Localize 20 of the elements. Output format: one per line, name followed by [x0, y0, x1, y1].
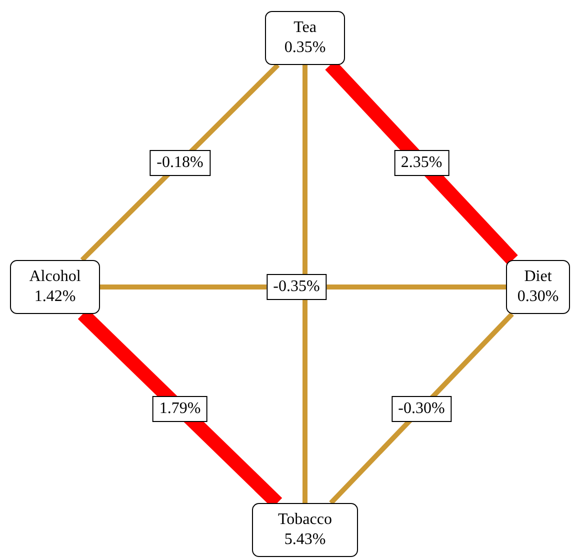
node-value: 0.30% [517, 287, 559, 307]
node-box [252, 503, 358, 557]
node-name: Tea [294, 18, 316, 38]
edge-label: -0.18% [150, 150, 210, 176]
edge-label: 1.79% [152, 396, 208, 422]
node-box [506, 260, 570, 314]
connector-line [329, 312, 514, 505]
node-name: Diet [524, 267, 552, 287]
connector-line [80, 63, 280, 262]
connector-line [302, 65, 308, 503]
node-name: Alcohol [29, 267, 81, 287]
node-name: Tobacco [278, 510, 332, 530]
node-value: 0.35% [284, 38, 326, 58]
node-box [265, 11, 345, 65]
edge-label: -0.35% [266, 274, 327, 300]
edge-label: -0.30% [391, 396, 452, 422]
node-value: 1.42% [34, 287, 76, 307]
edge-label: 2.35% [394, 150, 450, 176]
node-value: 5.43% [284, 530, 326, 550]
node-box [10, 260, 100, 314]
